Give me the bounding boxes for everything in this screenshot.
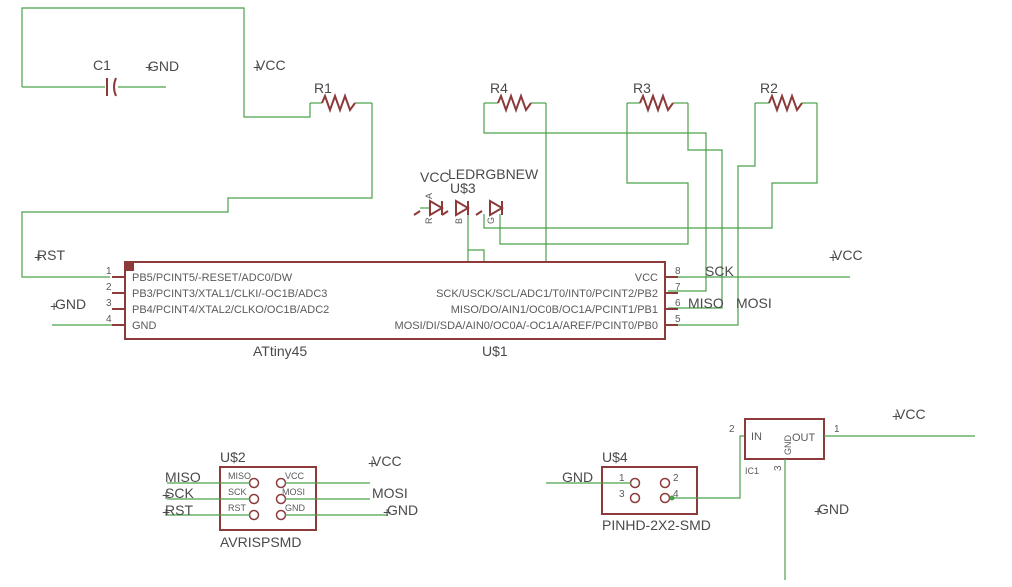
u1-pin8-name: VCC <box>635 272 658 284</box>
svg-text:+: + <box>829 249 837 265</box>
svg-text:+: + <box>50 298 58 314</box>
led-name-label: U$3 <box>450 180 476 196</box>
r1-label: R1 <box>314 80 332 96</box>
svg-text:+: + <box>814 503 822 519</box>
led-vcc-label: VCC <box>420 169 450 185</box>
u1-rst-label: RST <box>37 247 65 263</box>
attiny45-u1[interactable]: 1 2 3 4 PB5/PCINT5/-RESET/ADC0/DW PB3/PC… <box>106 261 681 359</box>
svg-text:+: + <box>162 504 170 520</box>
u2-value-label: AVRISPSMD <box>220 534 301 550</box>
svg-text:+: + <box>145 59 153 75</box>
u1-pin2-name: PB3/PCINT3/XTAL1/CLKI/-OC1B/ADC3 <box>132 288 327 300</box>
u4-gnd-net: GND <box>562 469 593 485</box>
u2-gnd-net: GND <box>387 502 418 518</box>
pin-header-u4[interactable]: 1 2 3 4 U$4 PINHD-2X2-SMD <box>601 449 711 533</box>
u1-pin7-num: 7 <box>675 282 681 293</box>
ic1-out-label: OUT <box>792 432 816 444</box>
u4-pin4: 4 <box>673 489 679 500</box>
ic1-pin-in: 2 <box>729 424 735 435</box>
u1-vcc-label: VCC <box>833 247 863 263</box>
u1-pin2-num: 2 <box>106 282 112 293</box>
led-emit-arrow <box>413 210 421 216</box>
ic1-gnd-label: GND <box>783 435 793 456</box>
u1-name-label: U$1 <box>482 343 508 359</box>
svg-text:+: + <box>368 455 376 471</box>
u1-mosi-label: MOSI <box>736 295 772 311</box>
u4-pin2: 2 <box>673 473 679 484</box>
svg-text:+: + <box>34 249 42 265</box>
rgb-led-u3[interactable]: VCC LEDRGBNEW U$3 A R B G <box>413 166 539 224</box>
avrisp-header-u2[interactable]: MISO SCK RST VCC MOSI GND U$2 AVRISPSMD <box>219 449 317 550</box>
u2-pin-gnd: GND <box>285 503 306 513</box>
ic1-vcc-net: VCC <box>896 406 926 422</box>
u1-pin1-num: 1 <box>106 266 112 277</box>
u1-pin6-num: 6 <box>675 298 681 309</box>
led-value-label: LEDRGBNEW <box>448 166 539 182</box>
u2-rst-net: RST <box>165 502 193 518</box>
svg-text:+: + <box>383 504 391 520</box>
u4-value-label: PINHD-2X2-SMD <box>602 517 711 533</box>
resistor-r1[interactable]: R1 <box>310 80 372 113</box>
u4-name-label: U$4 <box>602 449 628 465</box>
u4-body <box>601 466 698 515</box>
u4-pin3: 3 <box>619 489 625 500</box>
led-pin-g: G <box>486 217 496 224</box>
u1-pin5-num: 5 <box>675 314 681 325</box>
led-pin-a: A <box>424 193 434 199</box>
u2-sck-net: SCK <box>165 485 194 501</box>
svg-text:+: + <box>253 59 261 75</box>
c1-gnd-label: GND <box>148 58 179 74</box>
u1-pin7-name: SCK/USCK/SCL/ADC1/T0/INT0/PCINT2/PB2 <box>436 288 658 300</box>
resistor-r3[interactable]: R3 <box>627 80 688 113</box>
ic1-in-label: IN <box>751 431 762 443</box>
u2-pin-miso: MISO <box>228 471 251 481</box>
u2-vcc-net: VCC <box>372 453 402 469</box>
u1-pin1-name: PB5/PCINT5/-RESET/ADC0/DW <box>132 272 293 284</box>
u1-pin3-name: PB4/PCINT4/XTAL2/CLKO/OC1B/ADC2 <box>132 304 329 316</box>
u2-name-label: U$2 <box>220 449 246 465</box>
svg-text:+: + <box>162 487 170 503</box>
r4-label: R4 <box>490 80 508 96</box>
resistor-r4[interactable]: R4 <box>484 80 546 113</box>
u2-pin-mosi: MOSI <box>282 487 305 497</box>
u4-pin1: 1 <box>619 473 625 484</box>
led-pin-b: B <box>454 218 464 224</box>
r2-label: R2 <box>760 80 778 96</box>
ic1-pin-gnd: 3 <box>773 465 784 471</box>
svg-text:+: + <box>892 408 900 424</box>
led-pin-r: R <box>424 217 434 224</box>
u2-pin-rst: RST <box>228 503 247 513</box>
u1-pin8-num: 8 <box>675 266 681 277</box>
u2-pin-vcc: VCC <box>285 471 305 481</box>
u2-mosi-net: MOSI <box>372 485 408 501</box>
ic1-name-label: IC1 <box>745 466 759 476</box>
r3-label: R3 <box>633 80 651 96</box>
u1-miso-label: MISO <box>688 295 724 311</box>
u1-pin6-name: MISO/DO/AIN1/OC0B/OC1A/PCINT1/PB1 <box>451 304 658 316</box>
u1-gnd-label: GND <box>55 296 86 312</box>
wire-c1-loop <box>21 7 311 118</box>
resistor-r2[interactable]: R2 <box>755 80 817 113</box>
u1-value-label: ATtiny45 <box>253 343 307 359</box>
u1-pin5-name: MOSI/DI/SDA/AIN0/OC0A/-OC1A/AREF/PCINT0/… <box>395 320 658 332</box>
u1-pin3-num: 3 <box>106 298 112 309</box>
u1-body <box>124 261 666 340</box>
u1-pin4-name: GND <box>132 320 157 332</box>
u1-sck-label: SCK <box>705 263 734 279</box>
c1-label: C1 <box>93 57 111 73</box>
capacitor-c1[interactable]: C1 GND + <box>21 7 311 118</box>
u2-pin-sck: SCK <box>228 487 247 497</box>
ic1-gnd-net: GND <box>818 501 849 517</box>
vcc-label-top: VCC <box>256 57 286 73</box>
u2-miso-net: MISO <box>165 469 201 485</box>
ic1-pin-out: 1 <box>834 424 840 435</box>
u1-pin4-num: 4 <box>106 314 112 325</box>
